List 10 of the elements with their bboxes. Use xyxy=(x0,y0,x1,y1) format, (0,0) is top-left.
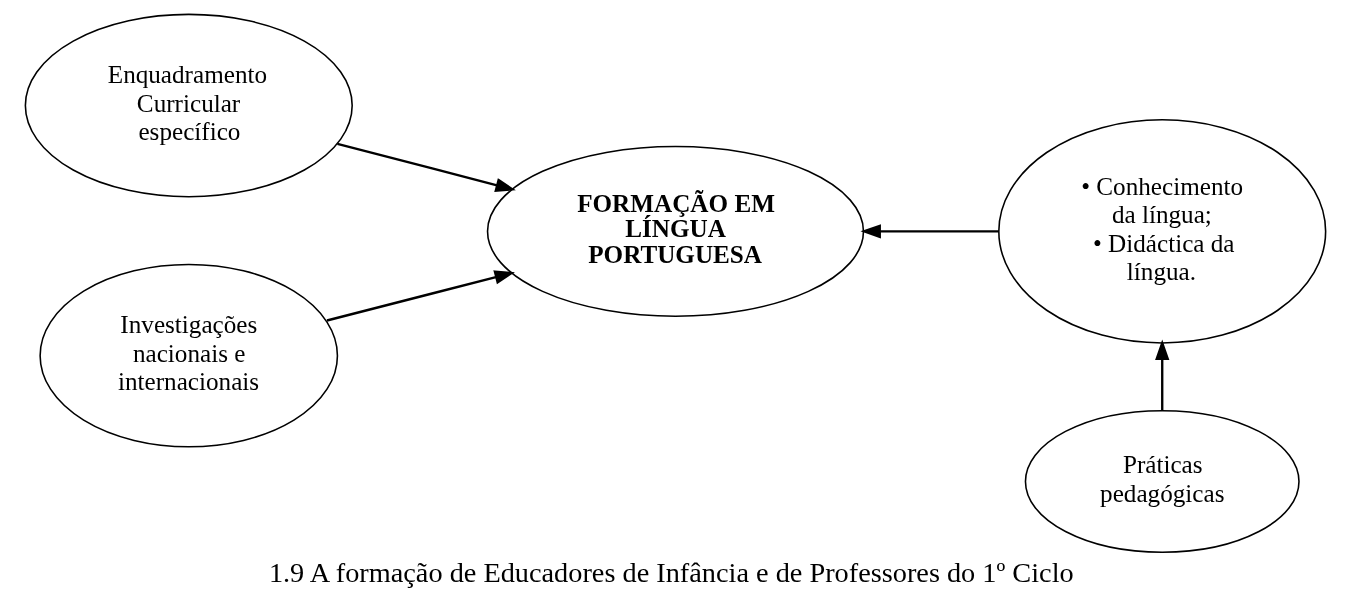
node-ellipse: Investigações nacionais e internacionais xyxy=(39,263,339,448)
arrow xyxy=(326,270,515,322)
caption: 1.9 A formação de Educadores de Infância e de Professores do 1º Ciclo xyxy=(268,556,1074,588)
node-ellipse: Práticas pedagógicas xyxy=(1024,409,1300,554)
node-ellipse: • Conhecimento da língua; • Didáctica da língua. xyxy=(998,119,1327,344)
arrow xyxy=(860,224,999,239)
arrow xyxy=(337,142,516,192)
node-ellipse: FORMAÇÃO EM LÍNGUA PORTUGUESA xyxy=(486,145,865,318)
arrow xyxy=(1155,339,1170,411)
node-ellipse: Enquadramento Curricular específico xyxy=(24,13,353,198)
